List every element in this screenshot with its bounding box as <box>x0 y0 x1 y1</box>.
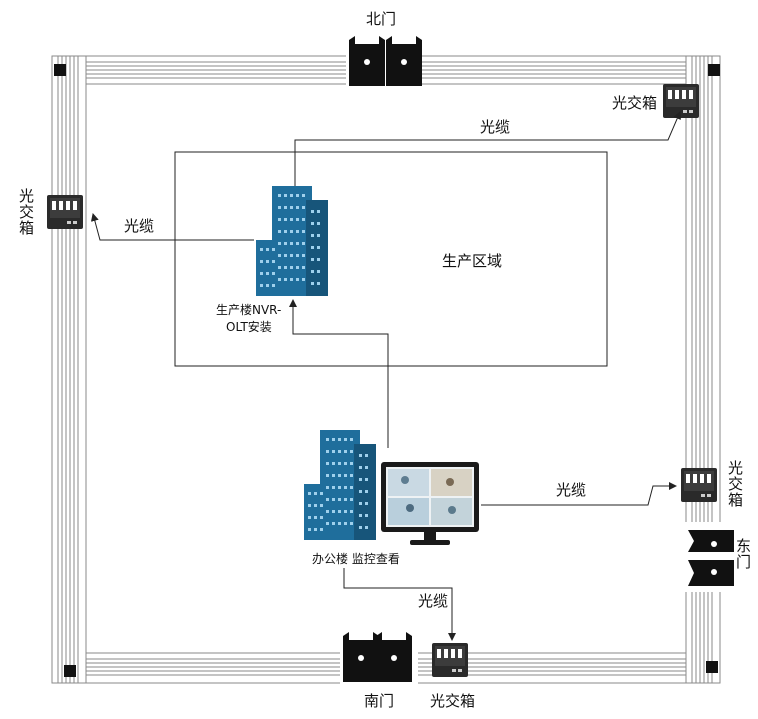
fiber-box-left-icon <box>47 195 83 229</box>
monitor-icon <box>381 462 479 545</box>
fiber-box-right-label: 光交箱 <box>726 460 744 508</box>
production-building-icon <box>256 186 328 296</box>
fiber-box-top-right-label: 光交箱 <box>612 94 658 112</box>
production-area-label: 生产区域 <box>442 252 503 270</box>
cable-left-label: 光缆 <box>124 217 155 235</box>
north-gate-label: 北门 <box>366 10 397 28</box>
fiber-box-left-label: 光交箱 <box>17 188 35 236</box>
production-area-box <box>174 151 608 367</box>
cable-right-label: 光缆 <box>556 481 587 499</box>
production-building-label-line2: OLT安装 <box>226 320 272 334</box>
east-gate-icon <box>688 530 734 586</box>
production-building-label-line1: 生产楼NVR- <box>216 303 282 317</box>
fiber-box-bottom-icon <box>432 643 468 677</box>
cable-lines <box>90 111 681 641</box>
fiber-box-top-right-icon <box>663 84 699 118</box>
fiber-box-right-icon <box>681 468 717 502</box>
south-gate-label: 南门 <box>364 692 395 710</box>
perimeter-wall <box>51 55 721 684</box>
office-building-icon <box>304 430 376 540</box>
wall-corner-posts <box>54 64 720 677</box>
east-gate-label: 东门 <box>734 538 752 570</box>
office-building-label: 办公楼 监控查看 <box>312 552 400 566</box>
cable-top-label: 光缆 <box>480 118 511 136</box>
cable-bottom-label: 光缆 <box>418 592 449 610</box>
fiber-box-bottom-label: 光交箱 <box>430 692 476 710</box>
south-gate-icon <box>343 632 412 682</box>
